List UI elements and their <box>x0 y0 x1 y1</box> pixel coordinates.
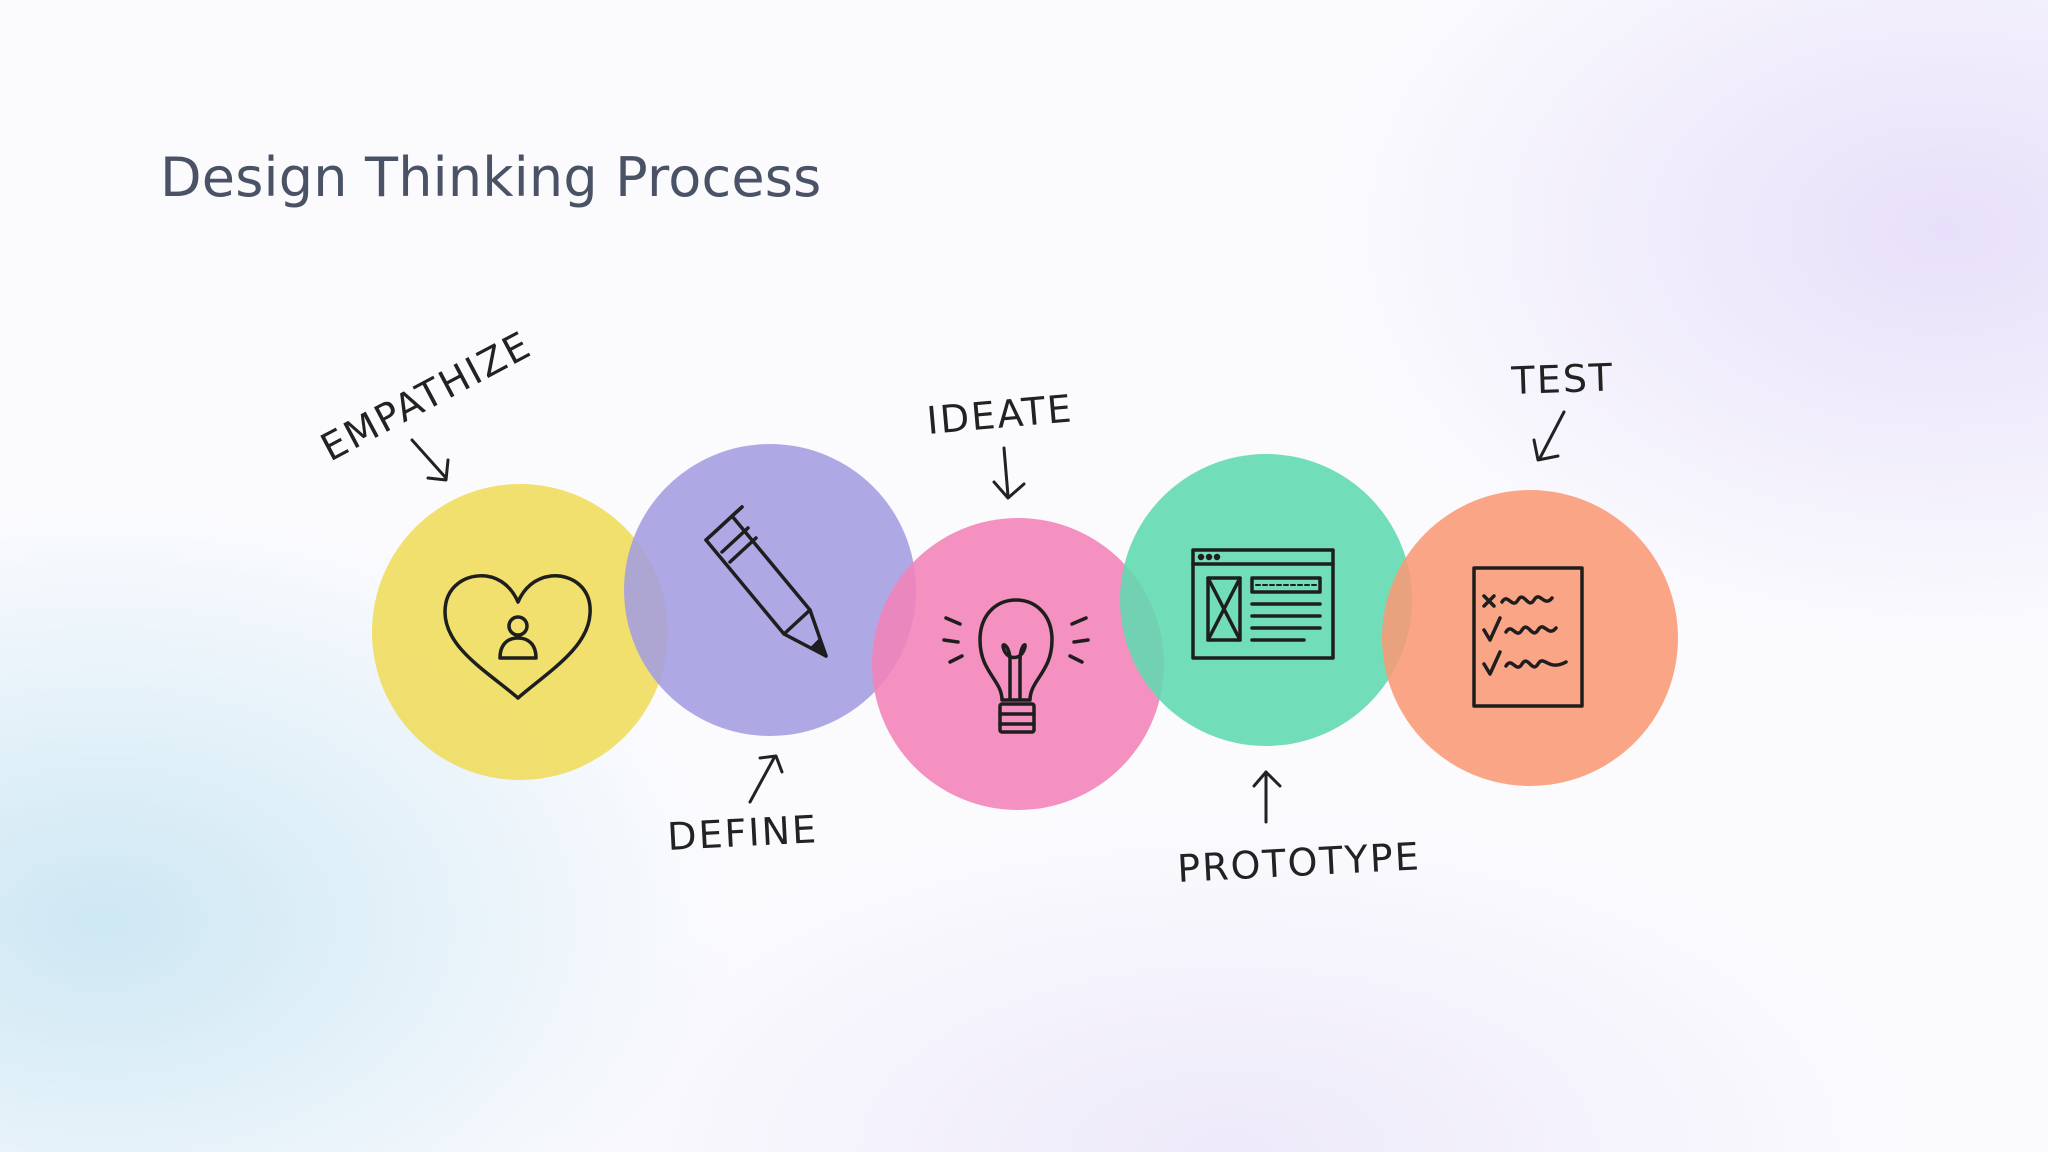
circle-define <box>624 444 916 736</box>
stage-label-prototype: PROTOTYPE <box>1176 834 1422 891</box>
circle-test <box>1382 490 1678 786</box>
wireframe-browser-icon <box>1191 548 1335 660</box>
heart-person-icon <box>443 574 592 700</box>
checklist-icon <box>1472 566 1584 708</box>
arrow-test <box>1532 410 1566 462</box>
stage-label-ideate: IDEATE <box>925 386 1075 443</box>
stage-label-define: DEFINE <box>666 807 819 859</box>
arrow-empathize <box>410 438 450 482</box>
stage-label-test: TEST <box>1510 355 1615 403</box>
circle-empathize <box>372 484 668 780</box>
arrow-ideate <box>992 446 1026 500</box>
arrow-prototype <box>1252 770 1282 824</box>
arrow-define <box>748 754 784 804</box>
stage-circles <box>372 444 1678 810</box>
circle-ideate <box>872 518 1164 810</box>
page-title: Design Thinking Process <box>160 146 822 209</box>
pencil-icon <box>704 505 828 658</box>
stage-label-empathize: EMPATHIZE <box>314 322 539 469</box>
lightbulb-icon <box>942 598 1090 734</box>
circle-prototype <box>1120 454 1412 746</box>
